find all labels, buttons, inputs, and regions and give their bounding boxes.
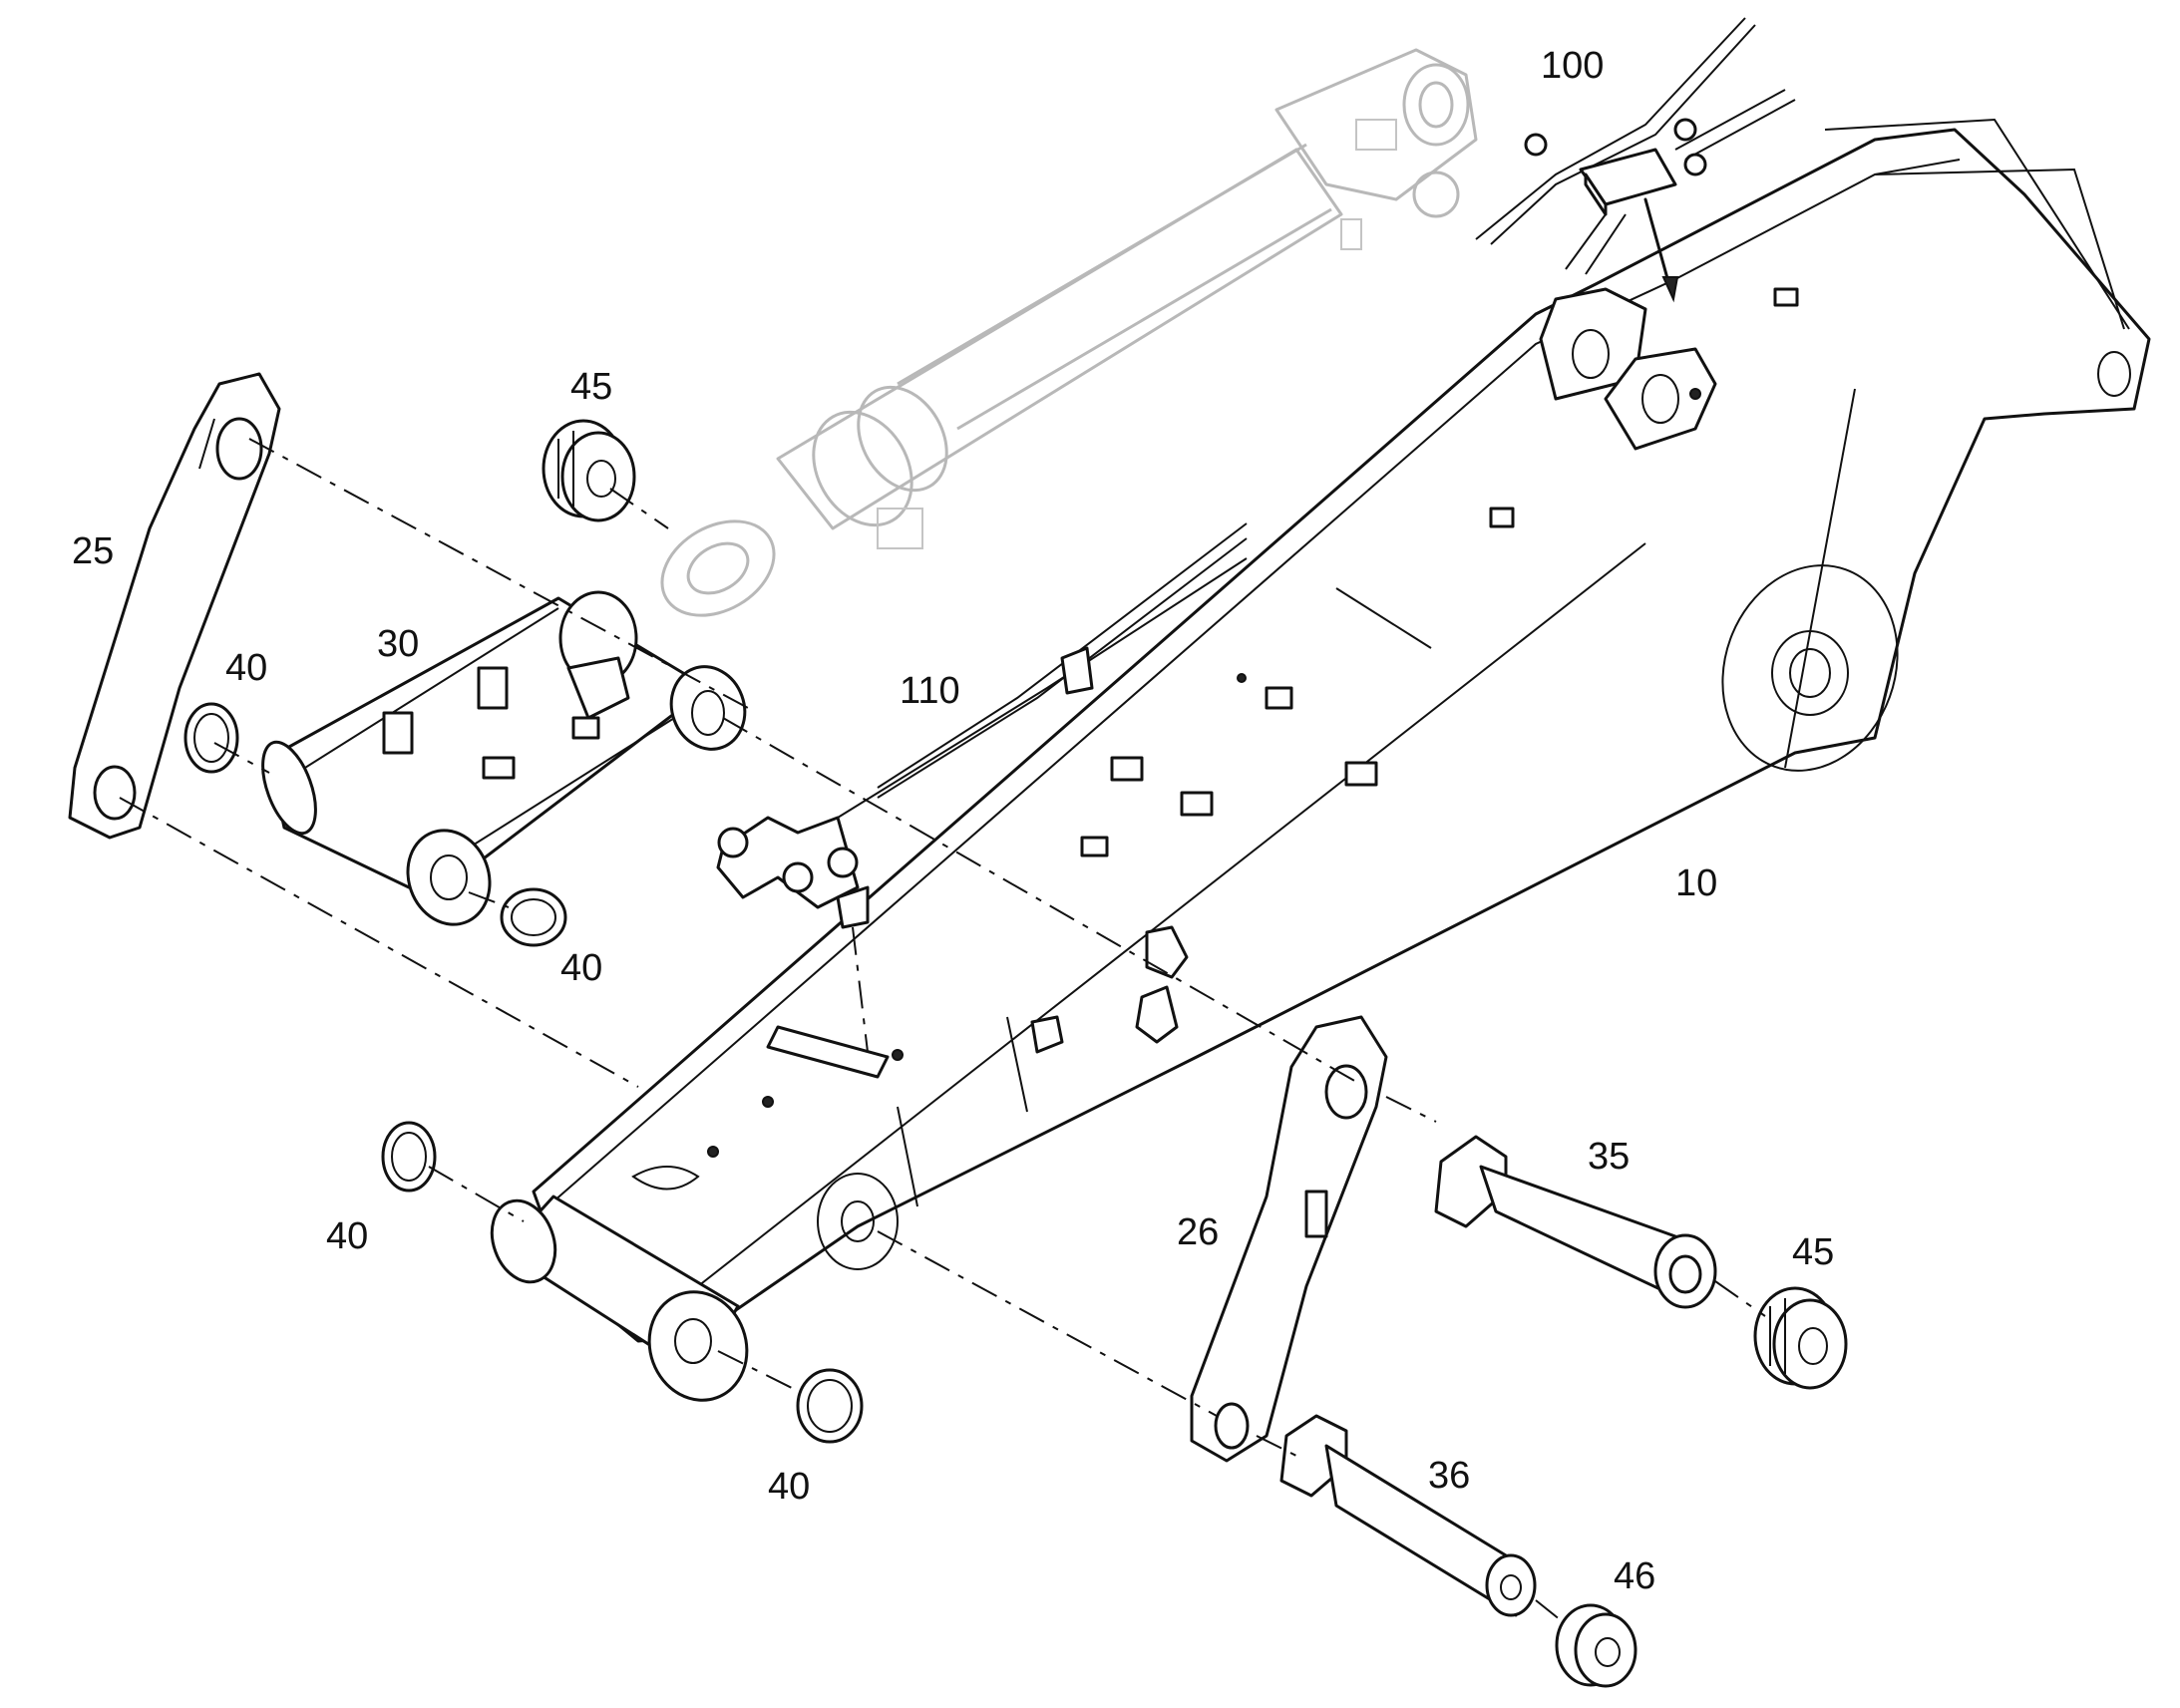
callout-45-right: 45 [1792, 1231, 1834, 1273]
valve-assembly [1475, 17, 1796, 303]
main-boom [490, 118, 2151, 1402]
crosspiece-30 [261, 590, 747, 926]
link-26 [1190, 1015, 1388, 1463]
spacers-45-46 [542, 419, 1848, 1688]
callout-100: 100 [1541, 45, 1604, 87]
callout-25: 25 [72, 530, 114, 572]
callout-110: 110 [900, 670, 960, 712]
callout-40-bottom: 40 [768, 1466, 810, 1508]
pin-35 [1434, 1135, 1717, 1309]
callout-30: 30 [377, 623, 419, 665]
callout-40-lower: 40 [326, 1215, 368, 1257]
callout-40-left: 40 [225, 647, 267, 689]
callout-46: 46 [1614, 1555, 1655, 1597]
callout-10: 10 [1675, 862, 1717, 904]
callout-35: 35 [1588, 1136, 1630, 1178]
pin-36 [1279, 1414, 1537, 1617]
callout-labels: 100 45 25 30 40 110 40 10 35 40 26 45 40… [72, 45, 1834, 1597]
callout-45-top: 45 [570, 366, 612, 408]
assembly-lines [119, 438, 1766, 1621]
hydraulic-cylinder [660, 48, 1478, 617]
bushings-40 [183, 702, 864, 1444]
callout-40-middle: 40 [560, 947, 602, 989]
callout-36: 36 [1428, 1455, 1470, 1497]
callout-26: 26 [1177, 1211, 1219, 1253]
link-25 [68, 372, 281, 840]
hydraulic-hoses [716, 522, 1248, 1053]
